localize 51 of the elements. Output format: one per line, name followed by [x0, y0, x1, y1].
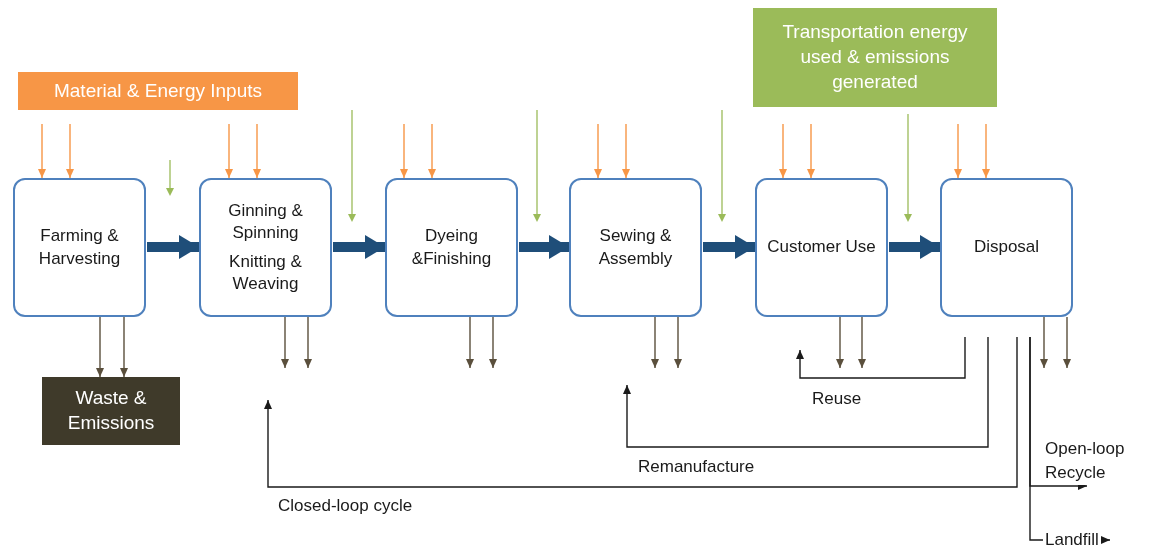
- process-box: [569, 178, 702, 317]
- arrow: [264, 336, 1018, 488]
- arrow: [622, 123, 630, 179]
- process-box: [199, 178, 332, 317]
- arrow: [858, 316, 866, 369]
- node-text: Customer Use: [767, 236, 876, 259]
- input-banner: [18, 72, 298, 110]
- node-text: Dyeing &Finishing: [410, 225, 493, 270]
- arrow: [96, 316, 104, 378]
- arrow: [253, 123, 261, 179]
- waste-box: [42, 377, 180, 445]
- arrow: [225, 123, 233, 179]
- arrow: [954, 123, 962, 179]
- arrow: [1063, 316, 1071, 369]
- transport-banner: [753, 8, 997, 107]
- arrow: [428, 123, 436, 179]
- node-text: Disposal: [973, 236, 1040, 259]
- node-text: Sewing & Assembly: [597, 225, 674, 270]
- arrow: [836, 316, 844, 369]
- node-text: Material & Energy Inputs: [53, 78, 262, 103]
- block-arrow: [333, 235, 385, 259]
- node-text: Knitting & Weaving: [228, 250, 303, 295]
- arrow: [489, 316, 497, 369]
- node-text: Transportation energy used & emissions generated: [781, 20, 969, 94]
- arrow: [623, 336, 989, 448]
- block-arrow: [889, 235, 940, 259]
- node-text: Farming & Harvesting: [37, 225, 122, 270]
- node-text: Waste & Emissions: [66, 386, 156, 435]
- arrow: [120, 316, 128, 378]
- arrow: [594, 123, 602, 179]
- block-arrow: [703, 235, 755, 259]
- arrow: [1040, 316, 1048, 369]
- arrow: [400, 123, 408, 179]
- arrow: [466, 316, 474, 369]
- node-text: Ginning & Spinning: [227, 200, 304, 245]
- arrow: [779, 123, 787, 179]
- arrow: [38, 123, 46, 179]
- process-box: [385, 178, 518, 317]
- arrow: [982, 123, 990, 179]
- arrow: [796, 336, 966, 379]
- arrow: [651, 316, 659, 369]
- process-box: [755, 178, 888, 317]
- process-box: [940, 178, 1073, 317]
- process-box: [13, 178, 146, 317]
- arrow: [281, 316, 289, 369]
- block-arrow: [147, 235, 199, 259]
- arrow: [807, 123, 815, 179]
- arrow: [674, 316, 682, 369]
- arrow: [66, 123, 74, 179]
- block-arrow: [519, 235, 569, 259]
- arrow: [304, 316, 312, 369]
